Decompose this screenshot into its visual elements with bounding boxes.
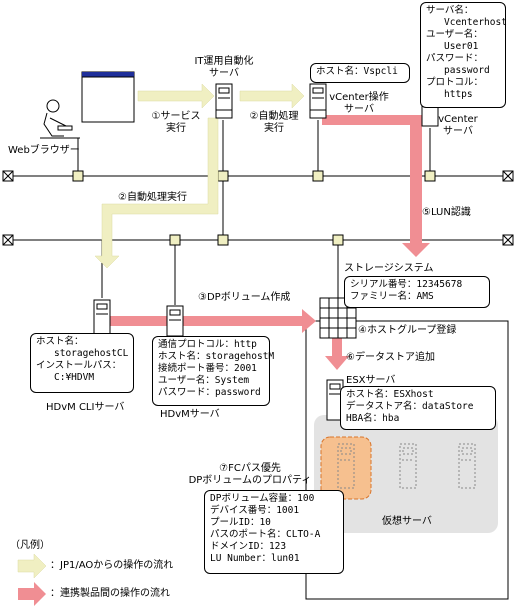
hdvm-cli-info-box: ホスト名： storagehostCL インストールパス： C:¥HDVM xyxy=(30,333,134,393)
step6-label: ⑥データストア追加 xyxy=(346,352,435,363)
hdvm-cli-server-label: HDvM CLIサーバ xyxy=(46,402,125,413)
it-server-label: IT運用自動化 サーバ xyxy=(194,56,254,79)
legend-link-arrow xyxy=(18,582,46,606)
arrow-step5 xyxy=(322,115,430,257)
vcenter-server-label: vCenter サーバ xyxy=(438,114,478,137)
storage-system-icon xyxy=(319,297,357,339)
vcenter-op-server-label: vCenter操作 サーバ xyxy=(329,92,389,115)
web-browser-label: Webブラウザー xyxy=(8,145,80,156)
step1-label: ①サービス 実行 xyxy=(151,111,201,134)
legend-jp1-arrow xyxy=(17,553,47,579)
dp-volume-info-box: DPボリューム容量：100 デバイス番号：1001 プールID：10 パスのポー… xyxy=(204,490,344,574)
arrow-step2a xyxy=(239,83,305,109)
arrow-step6 xyxy=(325,338,349,370)
esx-server-tower xyxy=(326,379,344,421)
arrow-step2b xyxy=(94,117,219,269)
web-browser-icon xyxy=(40,71,135,139)
storage-system-label: ストレージシステム xyxy=(344,263,434,274)
hdvm-cli-server-tower xyxy=(93,299,111,335)
hdvm-info-box: 通信プロトコル：http ホスト名：storagehostM 接続ポート番号：2… xyxy=(152,336,274,406)
step2b-label: ②自動処理実行 xyxy=(118,192,187,203)
arrow-step1 xyxy=(137,83,215,109)
legend-jp1-label: ：JP1/AOからの操作の流れ xyxy=(50,560,174,571)
virtual-machines xyxy=(337,443,476,489)
step4-label: ④ホストグループ登録 xyxy=(358,325,457,336)
hdvm-server-label: HDvMサーバ xyxy=(160,409,220,420)
legend-title: （凡例） xyxy=(10,540,50,551)
legend-link-label: ：連携製品間の操作の流れ xyxy=(50,588,170,599)
terminators xyxy=(2,170,514,246)
step7-label: ⑦FCパス優先 DPボリュームのプロパティ xyxy=(188,463,312,486)
step3-label: ③DPボリューム作成 xyxy=(198,292,291,303)
hdvm-server-tower xyxy=(166,305,184,337)
step5-label: ⑤LUN認識 xyxy=(422,207,471,218)
esx-server-label: ESXサーバ xyxy=(346,375,396,386)
storage-info-box: シリアル番号：12345678 ファミリー名：AMS xyxy=(344,276,490,308)
arrow-step3 xyxy=(104,309,316,333)
esx-info-box: ホスト名：ESXhost データストア名：dataStore HBA名：hba xyxy=(340,386,496,430)
jp1-flow-arrows xyxy=(94,83,305,269)
vcenter-info-box: サーバ名： Vcenterhost ユーザー名： User01 パスワード： p… xyxy=(420,2,507,108)
selected-vm-highlight xyxy=(320,436,372,500)
virtual-server-label: 仮想サーバ xyxy=(382,516,432,527)
step2a-label: ②自動処理 実行 xyxy=(249,111,299,134)
link-flow-arrows xyxy=(104,115,430,370)
vspcli-info-box: ホスト名：Vspcli xyxy=(310,63,410,83)
